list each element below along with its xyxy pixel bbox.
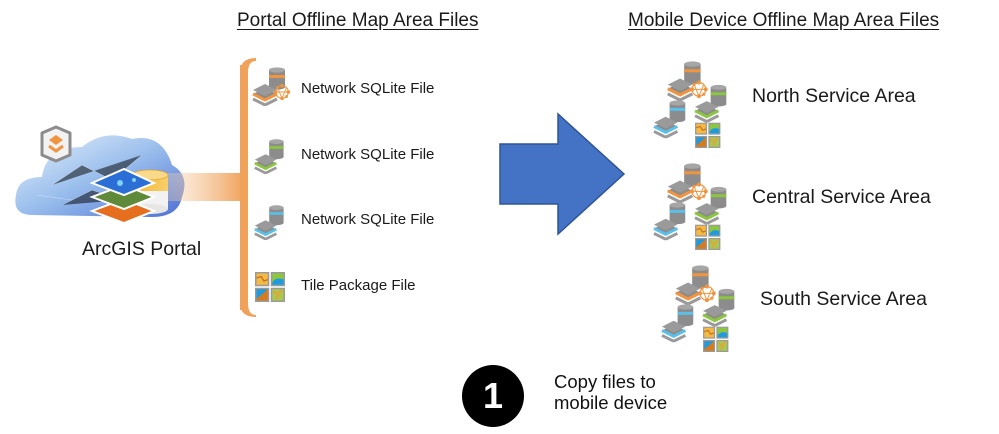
area-label-south: South Service Area bbox=[760, 288, 927, 310]
area-label-north: North Service Area bbox=[752, 85, 916, 107]
network-graph-icon bbox=[273, 83, 291, 101]
bracket-connector bbox=[168, 55, 258, 320]
portal-label: ArcGIS Portal bbox=[82, 238, 202, 260]
file-label: Network SQLite File bbox=[301, 211, 435, 228]
cloud-portal-icon bbox=[12, 125, 192, 235]
tile-package-icon bbox=[255, 272, 285, 302]
copy-arrow-icon bbox=[498, 112, 628, 236]
sqlite-layers-icon bbox=[253, 138, 289, 174]
file-label: Tile Package File bbox=[301, 277, 416, 294]
map-area-bundle-icon bbox=[660, 264, 748, 352]
file-label: Network SQLite File bbox=[301, 146, 435, 163]
portal-files-heading: Portal Offline Map Area Files bbox=[237, 10, 479, 31]
file-label: Network SQLite File bbox=[301, 80, 435, 97]
step-line-2: mobile device bbox=[554, 392, 668, 413]
step-description: Copy files to mobile device bbox=[554, 371, 667, 413]
step-number-badge: 1 bbox=[462, 365, 524, 427]
step-line-1: Copy files to bbox=[554, 371, 656, 392]
map-area-bundle-icon bbox=[652, 60, 740, 148]
sqlite-layers-icon bbox=[253, 204, 289, 240]
area-label-central: Central Service Area bbox=[752, 186, 931, 208]
map-area-bundle-icon bbox=[652, 162, 740, 250]
mobile-files-heading: Mobile Device Offline Map Area Files bbox=[628, 10, 940, 31]
